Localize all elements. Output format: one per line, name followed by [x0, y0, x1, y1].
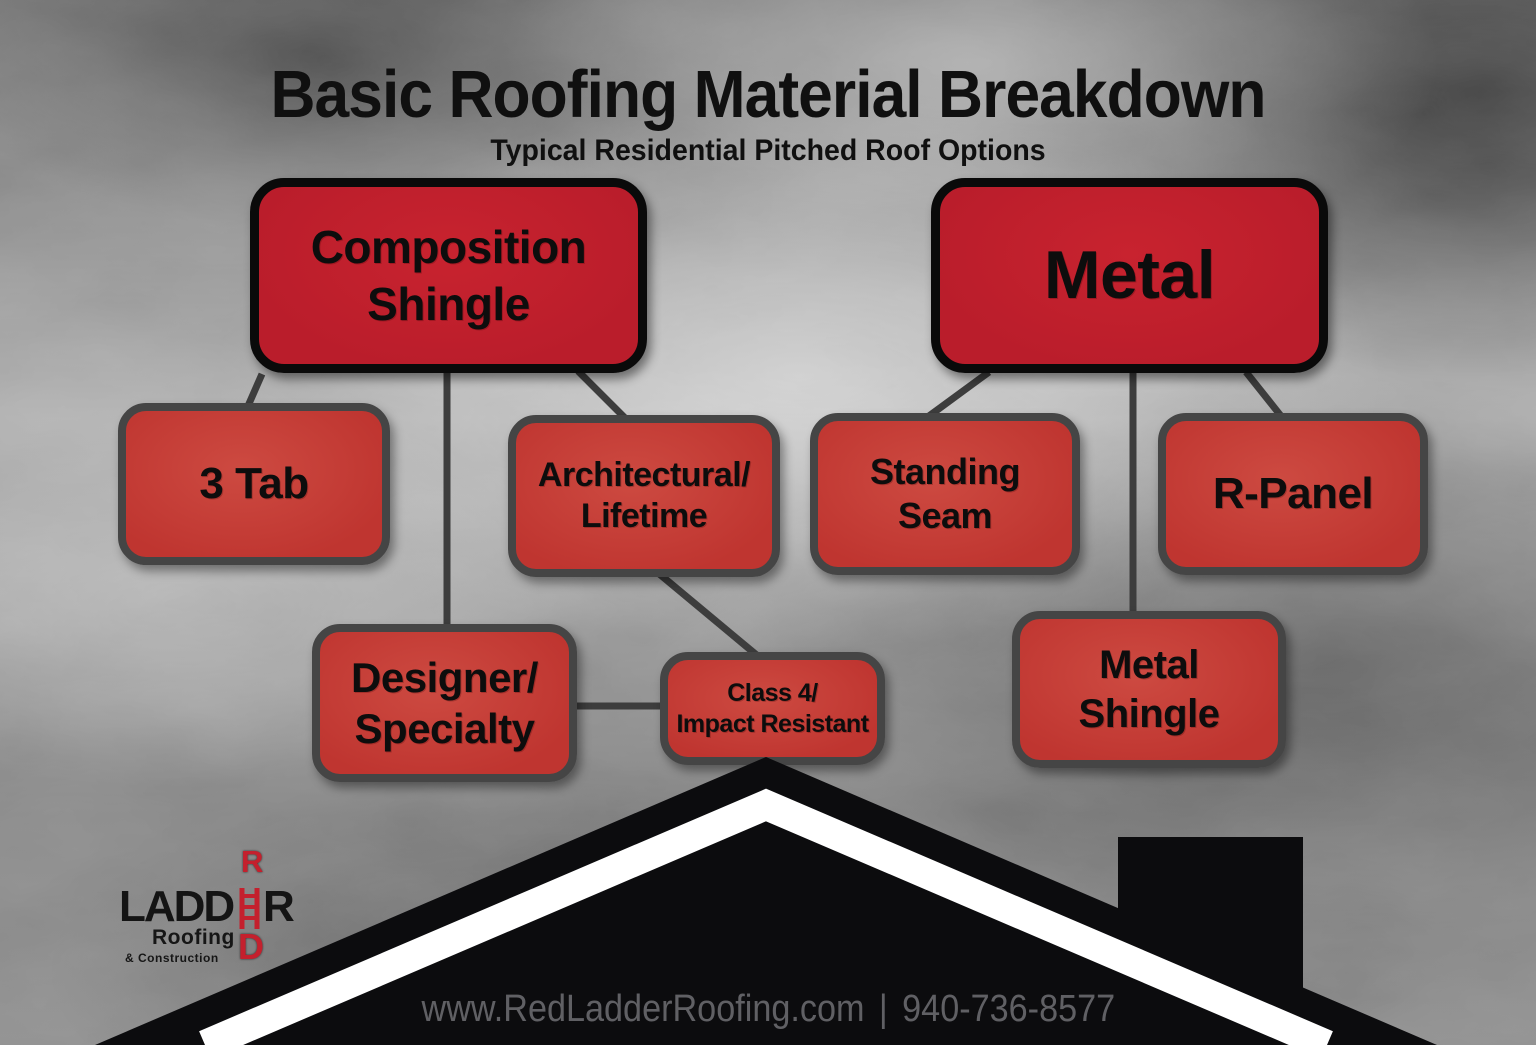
logo-red-letter-d: D [238, 926, 264, 967]
edge-metal-to-standing-seam [926, 369, 992, 419]
node-3-tab: 3 Tab [118, 403, 390, 565]
page-title: Basic Roofing Material Breakdown [270, 57, 1266, 132]
node-metal-shingle: Metal Shingle [1012, 611, 1286, 768]
website-url: www.RedLadderRoofing.com [421, 988, 865, 1030]
logo-final-r-text: R [263, 882, 295, 931]
node-composition-shingle: Composition Shingle [250, 178, 647, 373]
node-metal: Metal [931, 178, 1328, 373]
footer-contact-bar: www.RedLadderRoofing.com | 940-736-8577 [0, 988, 1536, 1031]
node-architectural-lifetime: Architectural/ Lifetime [508, 415, 780, 577]
roof-white-stripe [199, 788, 1333, 1045]
logo-construction-text: & Construction [125, 951, 219, 965]
footer-separator: | [878, 988, 888, 1030]
edge-metal-to-rpanel [1243, 369, 1284, 419]
logo-red-letter-r: R [241, 844, 264, 879]
logo-ladd-text: LADD [119, 882, 235, 931]
node-r-panel: R-Panel [1158, 413, 1428, 575]
page-subtitle: Typical Residential Pitched Roof Options [490, 134, 1046, 167]
phone-number: 940-736-8577 [901, 988, 1115, 1030]
red-ladder-roofing-logo: R LADD R D Roofing & Construction [105, 842, 320, 977]
ladder-icon [239, 888, 260, 929]
node-designer-specialty: Designer/ Specialty [312, 624, 577, 782]
node-standing-seam: Standing Seam [810, 413, 1080, 575]
logo-roofing-text: Roofing [152, 926, 235, 949]
edge-architectural-to-class4 [654, 569, 762, 660]
edge-composition-to-3tab [244, 372, 266, 408]
roof-gable [95, 757, 1437, 1045]
